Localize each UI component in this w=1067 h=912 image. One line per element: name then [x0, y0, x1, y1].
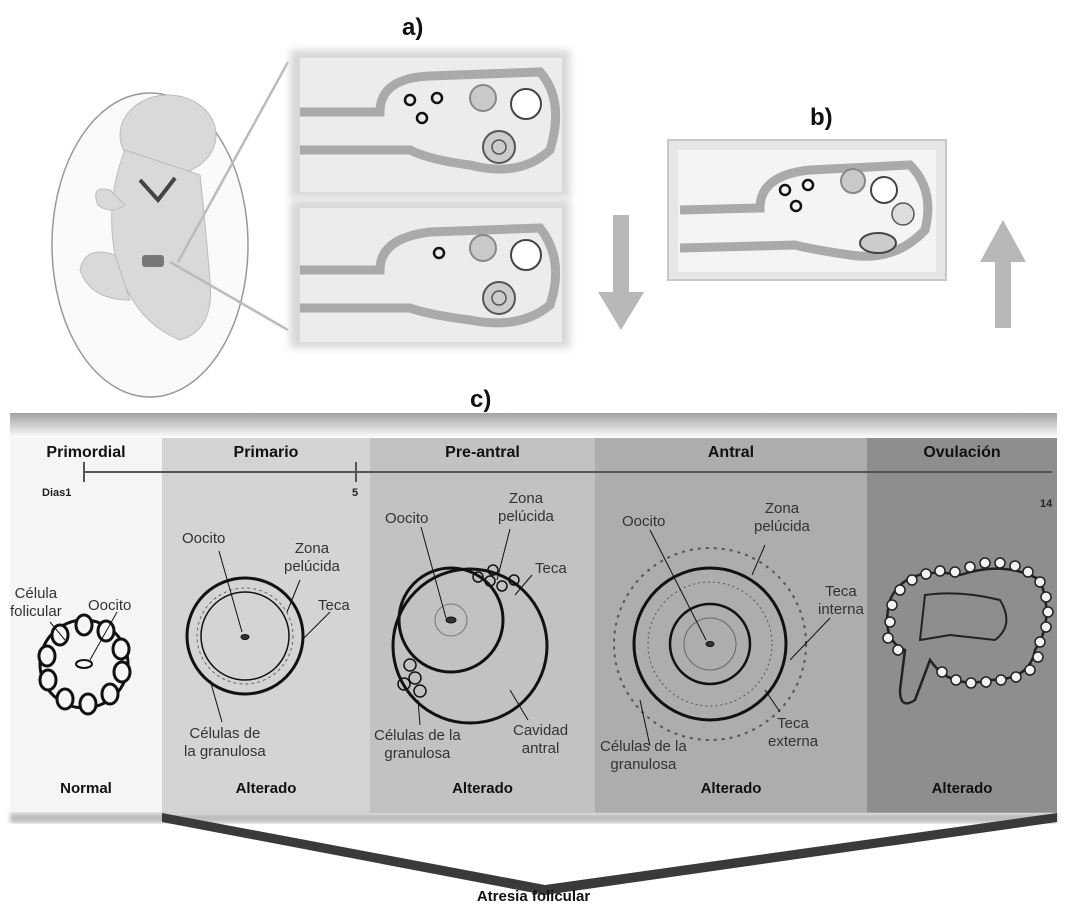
stage-band	[10, 413, 1057, 823]
fetus-illustration	[52, 62, 288, 397]
atresia-label: Atresia folicular	[0, 888, 1067, 905]
stage-title-primordial: Primordial	[10, 443, 162, 467]
label-teca-primario: Teca	[318, 597, 350, 615]
timeline-tick-start: Dias1	[42, 487, 71, 499]
label-zona-antral: Zona pelúcida	[754, 500, 810, 536]
stage-title-primario: Primario	[162, 443, 370, 467]
panel-c-label: c)	[470, 386, 491, 414]
panel-a-label: a)	[402, 14, 423, 42]
ovary-box-b	[668, 140, 946, 280]
label-cavidad-antral: Cavidad antral	[513, 722, 568, 758]
ovary-box-bottom	[290, 200, 570, 348]
label-zona-primario: Zona pelúcida	[284, 540, 340, 576]
label-granulosa-antral: Células de la granulosa	[600, 738, 687, 774]
label-oocito-primario: Oocito	[182, 530, 225, 548]
timeline-tick-mid: 5	[352, 487, 358, 499]
stage-title-preantral: Pre-antral	[370, 443, 595, 467]
stage-title-ovulacion: Ovulación	[867, 443, 1057, 467]
status-primario: Alterado	[162, 780, 370, 797]
label-teca-externa: Teca externa	[768, 715, 818, 751]
ovary-box-top	[290, 50, 570, 198]
status-primordial: Normal	[10, 780, 162, 797]
label-oocito-antral: Oocito	[622, 513, 665, 531]
panel-b-label: b)	[810, 104, 833, 132]
status-ovulacion: Alterado	[867, 780, 1057, 797]
label-teca-interna: Teca interna	[818, 583, 864, 619]
arrow-down-icon	[598, 215, 644, 330]
atresia-bracket	[162, 813, 1057, 895]
stage-title-antral: Antral	[595, 443, 867, 467]
label-oocito-preantral: Oocito	[385, 510, 428, 528]
status-preantral: Alterado	[370, 780, 595, 797]
label-zona-preantral: Zona pelúcida	[498, 490, 554, 526]
label-teca-preantral: Teca	[535, 560, 567, 578]
label-celula-folicular: Célula folicular	[10, 585, 62, 621]
status-antral: Alterado	[595, 780, 867, 797]
label-granulosa-preantral: Células de la granulosa	[374, 727, 461, 763]
label-granulosa-primario: Células de la granulosa	[184, 725, 266, 761]
arrow-up-icon	[980, 220, 1026, 328]
timeline-tick-end: 14	[1040, 498, 1052, 510]
label-oocito-primordial: Oocito	[88, 597, 131, 615]
